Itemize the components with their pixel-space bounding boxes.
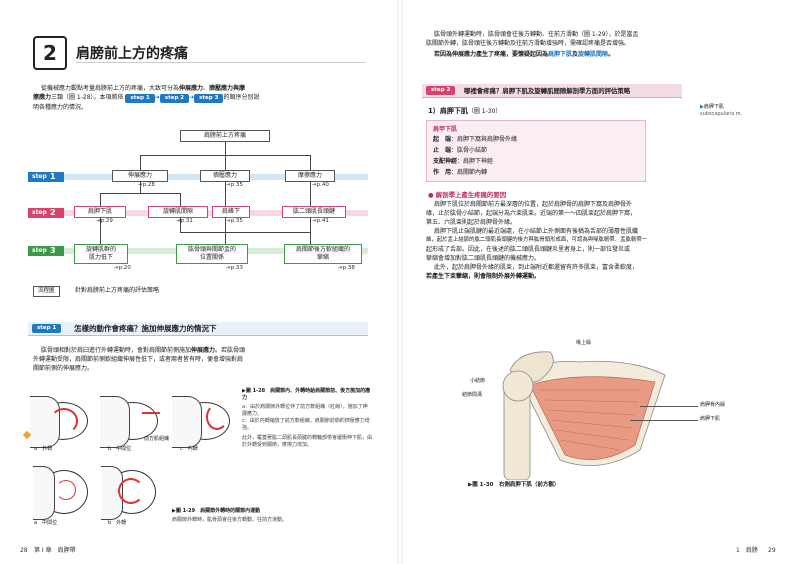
inline-step-1: step 1 bbox=[125, 94, 155, 103]
fig28-label-a: a 外轉 bbox=[34, 446, 53, 452]
fig29-caption: ▶圖 1-29 肩關節外轉時的關節內運動 肩關節外轉時，肱骨頭會往後方轉動、往前… bbox=[172, 508, 288, 523]
section-step1-header: step 1 怎樣的動作會疼痛？施加伸展應力的情況下 bbox=[28, 322, 368, 336]
inline-step-2: step 2 bbox=[159, 94, 190, 103]
anat-label-subscapularis: 肩胛下肌 bbox=[700, 416, 721, 422]
fig28-caption: ▶圖 1-28 肩關節內、外轉時給肩關節前、後方施加的應力 a：由於肩關節外轉位… bbox=[242, 388, 373, 448]
anat-label-medial-border: 肩胛骨內緣 bbox=[700, 402, 726, 408]
chapter-title: 肩膀前上方的疼痛 bbox=[76, 46, 188, 62]
flowchart-caption: 針對肩膀前上方疼痛的評估策略 bbox=[75, 287, 160, 294]
section-step2-header: step 2 哪裡會疼痛？肩胛下肌及旋轉肌間隙解剖學方面的評估策略 bbox=[422, 84, 682, 98]
fig30-caption: ▶圖 1-30 右側肩胛下肌（前方觀） bbox=[468, 482, 560, 488]
fig28-label-front: 前方肌組織 bbox=[144, 436, 170, 442]
flow-l2-biceps: 肱二頭肌長頭腱 bbox=[282, 206, 346, 218]
fig28-label-b: b 中間位 bbox=[108, 446, 132, 452]
right-footer-chapter: 1 肩膀 bbox=[736, 547, 758, 554]
flow-l2-rotator-interval: 旋轉肌間隙 bbox=[148, 206, 208, 218]
fig28-label-c: c 內轉 bbox=[180, 446, 198, 452]
sub-heading: 1）肩胛下肌（圖 1-30） bbox=[428, 107, 502, 115]
left-page: 2 肩膀前上方的疼痛 從機械應力觀點考量肩膀前上方的疼痛，大致可分為伸展應力、擠… bbox=[0, 0, 399, 564]
anat-label-groove: 結節間溝 bbox=[462, 392, 483, 398]
bullet-heading: ● 解剖學上產生疼痛的要因 bbox=[428, 191, 507, 199]
right-body: 肩胛下肌位於肩關節前方最深層的位置，起於肩胛骨的肩胛下窩及肩胛骨外 緣，止於肱骨… bbox=[426, 201, 648, 280]
fig29-label-a: a 中間位 bbox=[34, 520, 58, 526]
flow-l3-rc-weakness: 旋轉肌群的肌力低下 bbox=[74, 244, 128, 264]
intro-paragraph: 從機械應力觀點考量肩膀前上方的疼痛，大致可分為伸展應力、擠壓應力與摩 擦應力三類… bbox=[33, 85, 260, 111]
anat-label-top: 喙上緣 bbox=[576, 340, 592, 346]
flow-l3-posterior-contracture: 肩關節後方軟組織的攣縮 bbox=[284, 244, 362, 264]
inline-step-3: step 3 bbox=[194, 94, 224, 103]
section-step1-body: 肱骨頭相對於肩臼進行外轉運動時，會對肩關節前側施加伸展應力。若肱骨頭 外轉運動受… bbox=[33, 347, 246, 372]
left-footer-chapter: 第 I 章 肩胛帶 bbox=[34, 547, 76, 554]
right-page: 肱骨頭外轉運動時，肱骨頭會往後方轉動、往前方滑動（圖 1-29），於是當盂 肱關… bbox=[400, 0, 799, 564]
flow-l2-subacromial: 肩峰下 bbox=[212, 206, 250, 218]
anat-label-lesser-tubercle: 小結節 bbox=[470, 378, 486, 384]
right-intro: 肱骨頭外轉運動時，肱骨頭會往後方轉動、往前方滑動（圖 1-29），於是當盂 肱關… bbox=[426, 31, 639, 58]
chapter-number-box: 2 bbox=[33, 36, 67, 70]
chapter-title-underline bbox=[76, 62, 366, 63]
flow-l3-humeral-glenoid: 肱骨頭與關節盂的位置關係 bbox=[176, 244, 248, 264]
flow-step-1-bar: step 1 bbox=[28, 170, 368, 184]
book-gutter bbox=[397, 0, 403, 564]
side-note: ▶肩胛下肌 subscapularis m. bbox=[700, 104, 743, 117]
muscle-info-table: 肩甲下肌 起 端：肩胛下窩與肩胛骨外緣 止 端：肱骨小結節 支配神經：肩胛下神經… bbox=[426, 120, 646, 182]
flowchart-caption-tag: 流程圖 bbox=[33, 286, 60, 297]
scapula-illustration bbox=[502, 351, 666, 480]
left-page-number: 28 bbox=[20, 547, 28, 554]
fig29-label-b: b 外轉 bbox=[108, 520, 127, 526]
right-page-number: 29 bbox=[768, 547, 776, 554]
